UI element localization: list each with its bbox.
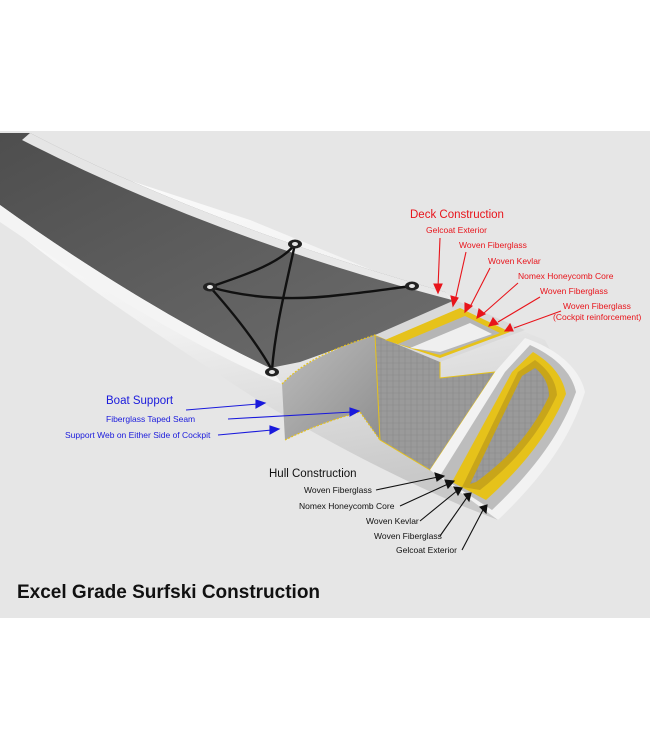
cockpit-interior (282, 335, 380, 440)
hull-layer-label: Woven Kevlar (366, 516, 419, 526)
hull-layer-label: Nomex Honeycomb Core (299, 501, 395, 511)
deck-bungee-cords (208, 242, 414, 372)
support-item-label: Fiberglass Taped Seam (106, 414, 195, 424)
hull-layer-label: Woven Fiberglass (374, 531, 442, 541)
bungee-deck-fittings (203, 239, 419, 377)
seam-lower (284, 411, 381, 441)
deck-layer-note: (Cockpit reinforcement) (553, 312, 642, 322)
diagram-caption: Excel Grade Surfski Construction (17, 582, 320, 603)
deck-layer-label: Woven Kevlar (488, 256, 541, 266)
deck-leader-arrows (433, 237, 562, 332)
hull-leader-arrows (375, 472, 488, 551)
fiberglass-taped-seam (281, 334, 376, 385)
deck-layer-label: Nomex Honeycomb Core (518, 271, 614, 281)
deck-layer-label: Woven Fiberglass (540, 286, 608, 296)
deck-top-surface (0, 133, 455, 368)
deck-layer-label: Gelcoat Exterior (426, 225, 487, 235)
hull-laminate-layers (430, 338, 585, 520)
support-item-label: Support Web on Either Side of Cockpit (65, 430, 211, 440)
support-heading: Boat Support (106, 395, 174, 407)
deck-layer-label: Woven Fiberglass (459, 240, 527, 250)
deck-layer-label: Woven Fiberglass (563, 301, 631, 311)
support-leader-arrows (185, 399, 361, 436)
deck-laminate-layers (375, 300, 525, 362)
hull-layer-label: Gelcoat Exterior (396, 545, 457, 555)
hull-heading: Hull Construction (269, 468, 357, 480)
deck-heading: Deck Construction (410, 209, 504, 221)
hull-layer-label: Woven Fiberglass (304, 485, 372, 495)
deck-rim (0, 205, 282, 384)
